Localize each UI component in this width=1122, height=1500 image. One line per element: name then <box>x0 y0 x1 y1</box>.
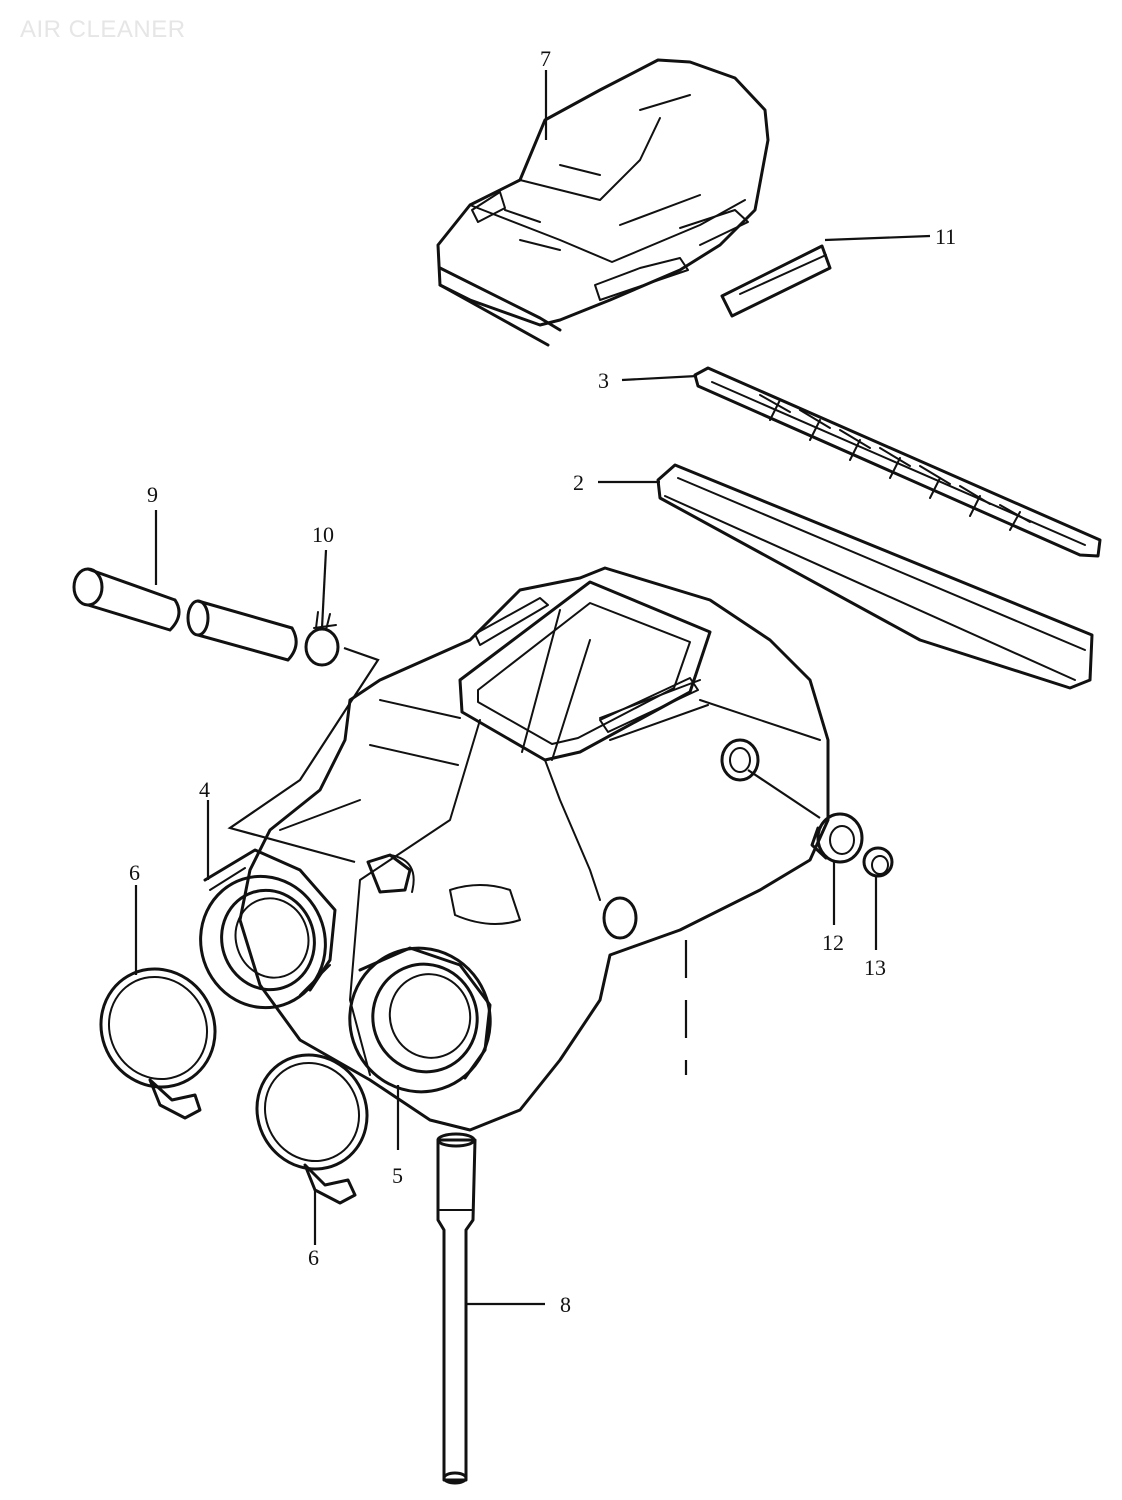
part-grommet <box>810 812 864 864</box>
callout-4: 4 <box>199 777 210 802</box>
part-drain-tube <box>436 1132 477 1485</box>
callout-9: 9 <box>147 482 158 507</box>
callout-10: 10 <box>312 522 334 547</box>
part-cap <box>436 58 770 347</box>
callout-5: 5 <box>392 1163 403 1188</box>
callout-8: 8 <box>560 1292 571 1317</box>
part-intake-boot-left <box>199 848 337 1010</box>
part-clamp-upper <box>99 967 217 1120</box>
callout-13: 13 <box>864 955 886 980</box>
part-filter-cage <box>693 366 1102 558</box>
callout-11: 11 <box>935 224 956 249</box>
callout-12: 12 <box>822 930 844 955</box>
part-hose <box>72 567 298 662</box>
callout-2: 2 <box>573 470 584 495</box>
callout-7: 7 <box>540 46 551 71</box>
part-cap-plug <box>862 846 894 878</box>
callout-6-lower: 6 <box>308 1245 319 1270</box>
part-case <box>238 566 830 1132</box>
part-pin <box>720 244 832 318</box>
leader-lines <box>134 70 931 1306</box>
diagram-title: AIR CLEANER <box>20 16 186 43</box>
part-intake-boot-right <box>348 946 492 1094</box>
callout-6-upper: 6 <box>129 860 140 885</box>
part-hose-clip <box>304 611 340 667</box>
part-filter-element <box>656 463 1094 690</box>
callout-labels: 7 11 3 2 9 10 4 6 6 5 8 12 13 <box>129 46 956 1317</box>
callout-3: 3 <box>598 368 609 393</box>
